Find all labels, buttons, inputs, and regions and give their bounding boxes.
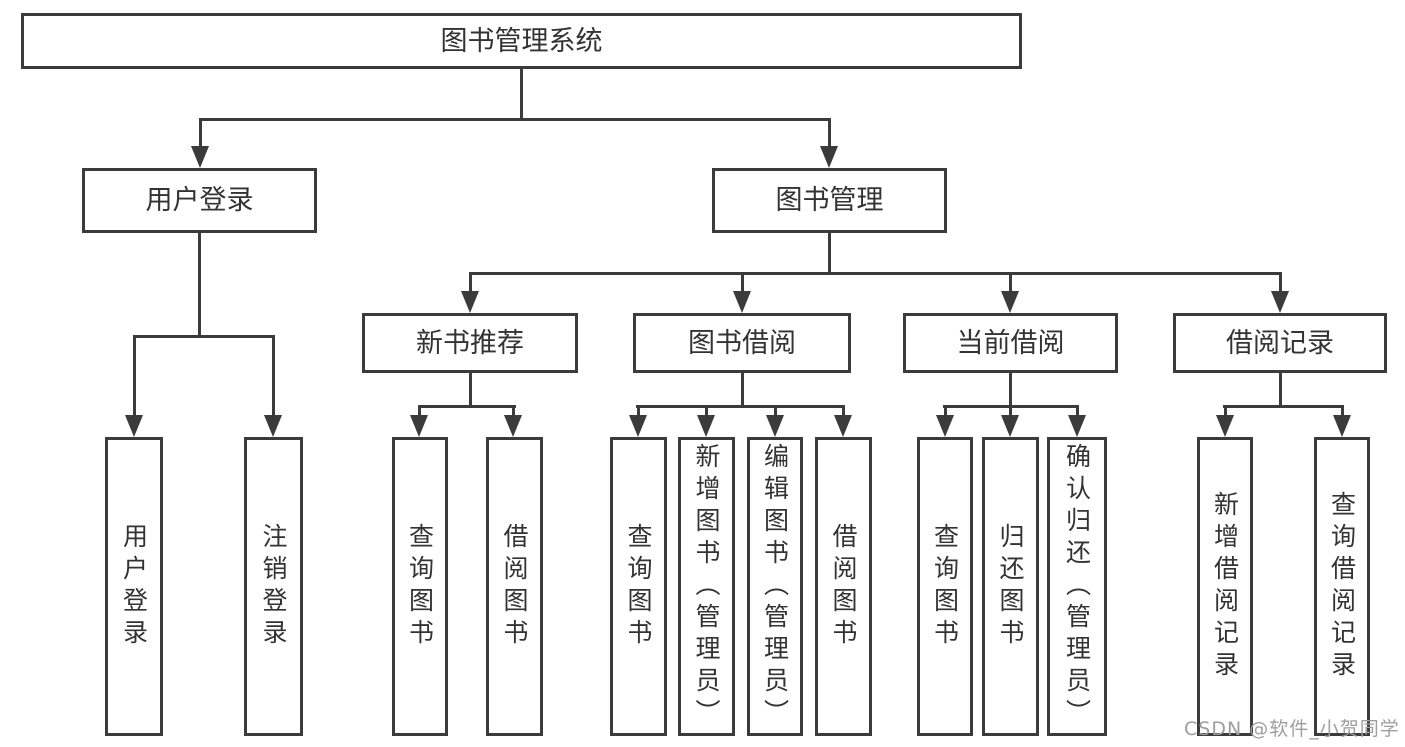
- leaf-add-borrow-record: 新增借阅记录: [1197, 437, 1253, 736]
- arrowhead-current-borrow: [1001, 291, 1019, 313]
- arrowhead-return-books: [1001, 415, 1019, 437]
- connector-login-stem: [198, 233, 201, 335]
- node-book-borrow: 图书借阅: [633, 313, 851, 373]
- connector-drop-confirm-return: [1076, 408, 1079, 417]
- connector-login-crossbar: [133, 335, 275, 338]
- leaf-borrow-books-recommend: 借阅图书: [486, 437, 543, 736]
- connector-drop-add-record: [1224, 408, 1227, 417]
- leaf-logout: 注销登录: [244, 437, 303, 736]
- leaf-confirm-return-admin: 确认归还（管理员）: [1047, 437, 1107, 736]
- arrowhead-borrow-2: [834, 415, 852, 437]
- connector-newbook-stem: [469, 373, 472, 405]
- connector-drop-query-2: [637, 408, 640, 417]
- connector-drop-new-book: [469, 275, 472, 293]
- arrowhead-leaf-login: [125, 415, 143, 437]
- leaf-query-books-recommend: 查询图书: [392, 437, 448, 736]
- connector-mgmt-crossbar: [469, 272, 1282, 275]
- connector-drop-borrow-1: [512, 408, 515, 417]
- leaf-query-books-current: 查询图书: [917, 437, 973, 736]
- arrowhead-query-record: [1333, 415, 1351, 437]
- arrowhead-edit-books: [766, 415, 784, 437]
- leaf-user-login: 用户登录: [105, 437, 163, 736]
- node-current-borrow: 当前借阅: [903, 313, 1118, 373]
- node-root: 图书管理系统: [21, 13, 1022, 69]
- arrowhead-confirm-return: [1068, 415, 1086, 437]
- connector-drop-book-borrow: [741, 275, 744, 293]
- connector-drop-borrow-2: [842, 408, 845, 417]
- arrowhead-book-borrow: [733, 291, 751, 313]
- arrowhead-add-books: [697, 415, 715, 437]
- csdn-watermark: CSDN @软件_小贺同学: [1184, 718, 1400, 740]
- arrowhead-query-2: [629, 415, 647, 437]
- connector-bookborrow-crossbar: [636, 405, 845, 408]
- connector-drop-edit-books: [774, 408, 777, 417]
- connector-drop-query-record: [1341, 408, 1344, 417]
- connector-currentborrow-stem: [1009, 373, 1012, 405]
- leaf-borrow-books: 借阅图书: [815, 437, 872, 736]
- arrowhead-add-record: [1216, 415, 1234, 437]
- connector-bookborrow-stem: [741, 373, 744, 405]
- node-user-login: 用户登录: [82, 168, 317, 233]
- connector-drop-book-management: [828, 121, 831, 149]
- connector-mgmt-stem: [828, 233, 831, 272]
- connector-records-crossbar: [1223, 405, 1344, 408]
- leaf-query-books-borrow: 查询图书: [610, 437, 667, 736]
- node-new-book-recommend: 新书推荐: [362, 313, 578, 373]
- connector-drop-current-borrow: [1009, 275, 1012, 293]
- leaf-return-books: 归还图书: [982, 437, 1039, 736]
- arrowhead-book-management: [820, 146, 838, 168]
- connector-newbook-crossbar: [418, 405, 516, 408]
- connector-drop-query-3: [944, 408, 947, 417]
- arrowhead-leaf-logout: [264, 415, 282, 437]
- connector-drop-borrow-records: [1279, 275, 1282, 293]
- connector-root-stem: [520, 69, 523, 118]
- arrowhead-new-book: [461, 291, 479, 313]
- leaf-edit-books-admin: 编辑图书（管理员）: [747, 437, 803, 736]
- arrowhead-query-3: [936, 415, 954, 437]
- connector-drop-leaf-login: [133, 338, 136, 417]
- connector-drop-return-books: [1009, 408, 1012, 417]
- connector-records-stem: [1279, 373, 1282, 405]
- connector-drop-add-books: [705, 408, 708, 417]
- arrowhead-user-login: [191, 146, 209, 168]
- connector-drop-query-1: [418, 408, 421, 417]
- arrowhead-borrow-1: [504, 415, 522, 437]
- connector-root-crossbar: [199, 118, 831, 121]
- node-borrow-records: 借阅记录: [1173, 313, 1387, 373]
- node-book-management: 图书管理: [712, 168, 947, 233]
- leaf-query-borrow-record: 查询借阅记录: [1314, 437, 1370, 736]
- connector-currentborrow-crossbar: [943, 405, 1079, 408]
- leaf-add-books-admin: 新增图书（管理员）: [678, 437, 735, 736]
- arrowhead-query-1: [410, 415, 428, 437]
- arrowhead-borrow-records: [1271, 291, 1289, 313]
- connector-drop-leaf-logout: [272, 338, 275, 417]
- connector-drop-user-login: [199, 121, 202, 149]
